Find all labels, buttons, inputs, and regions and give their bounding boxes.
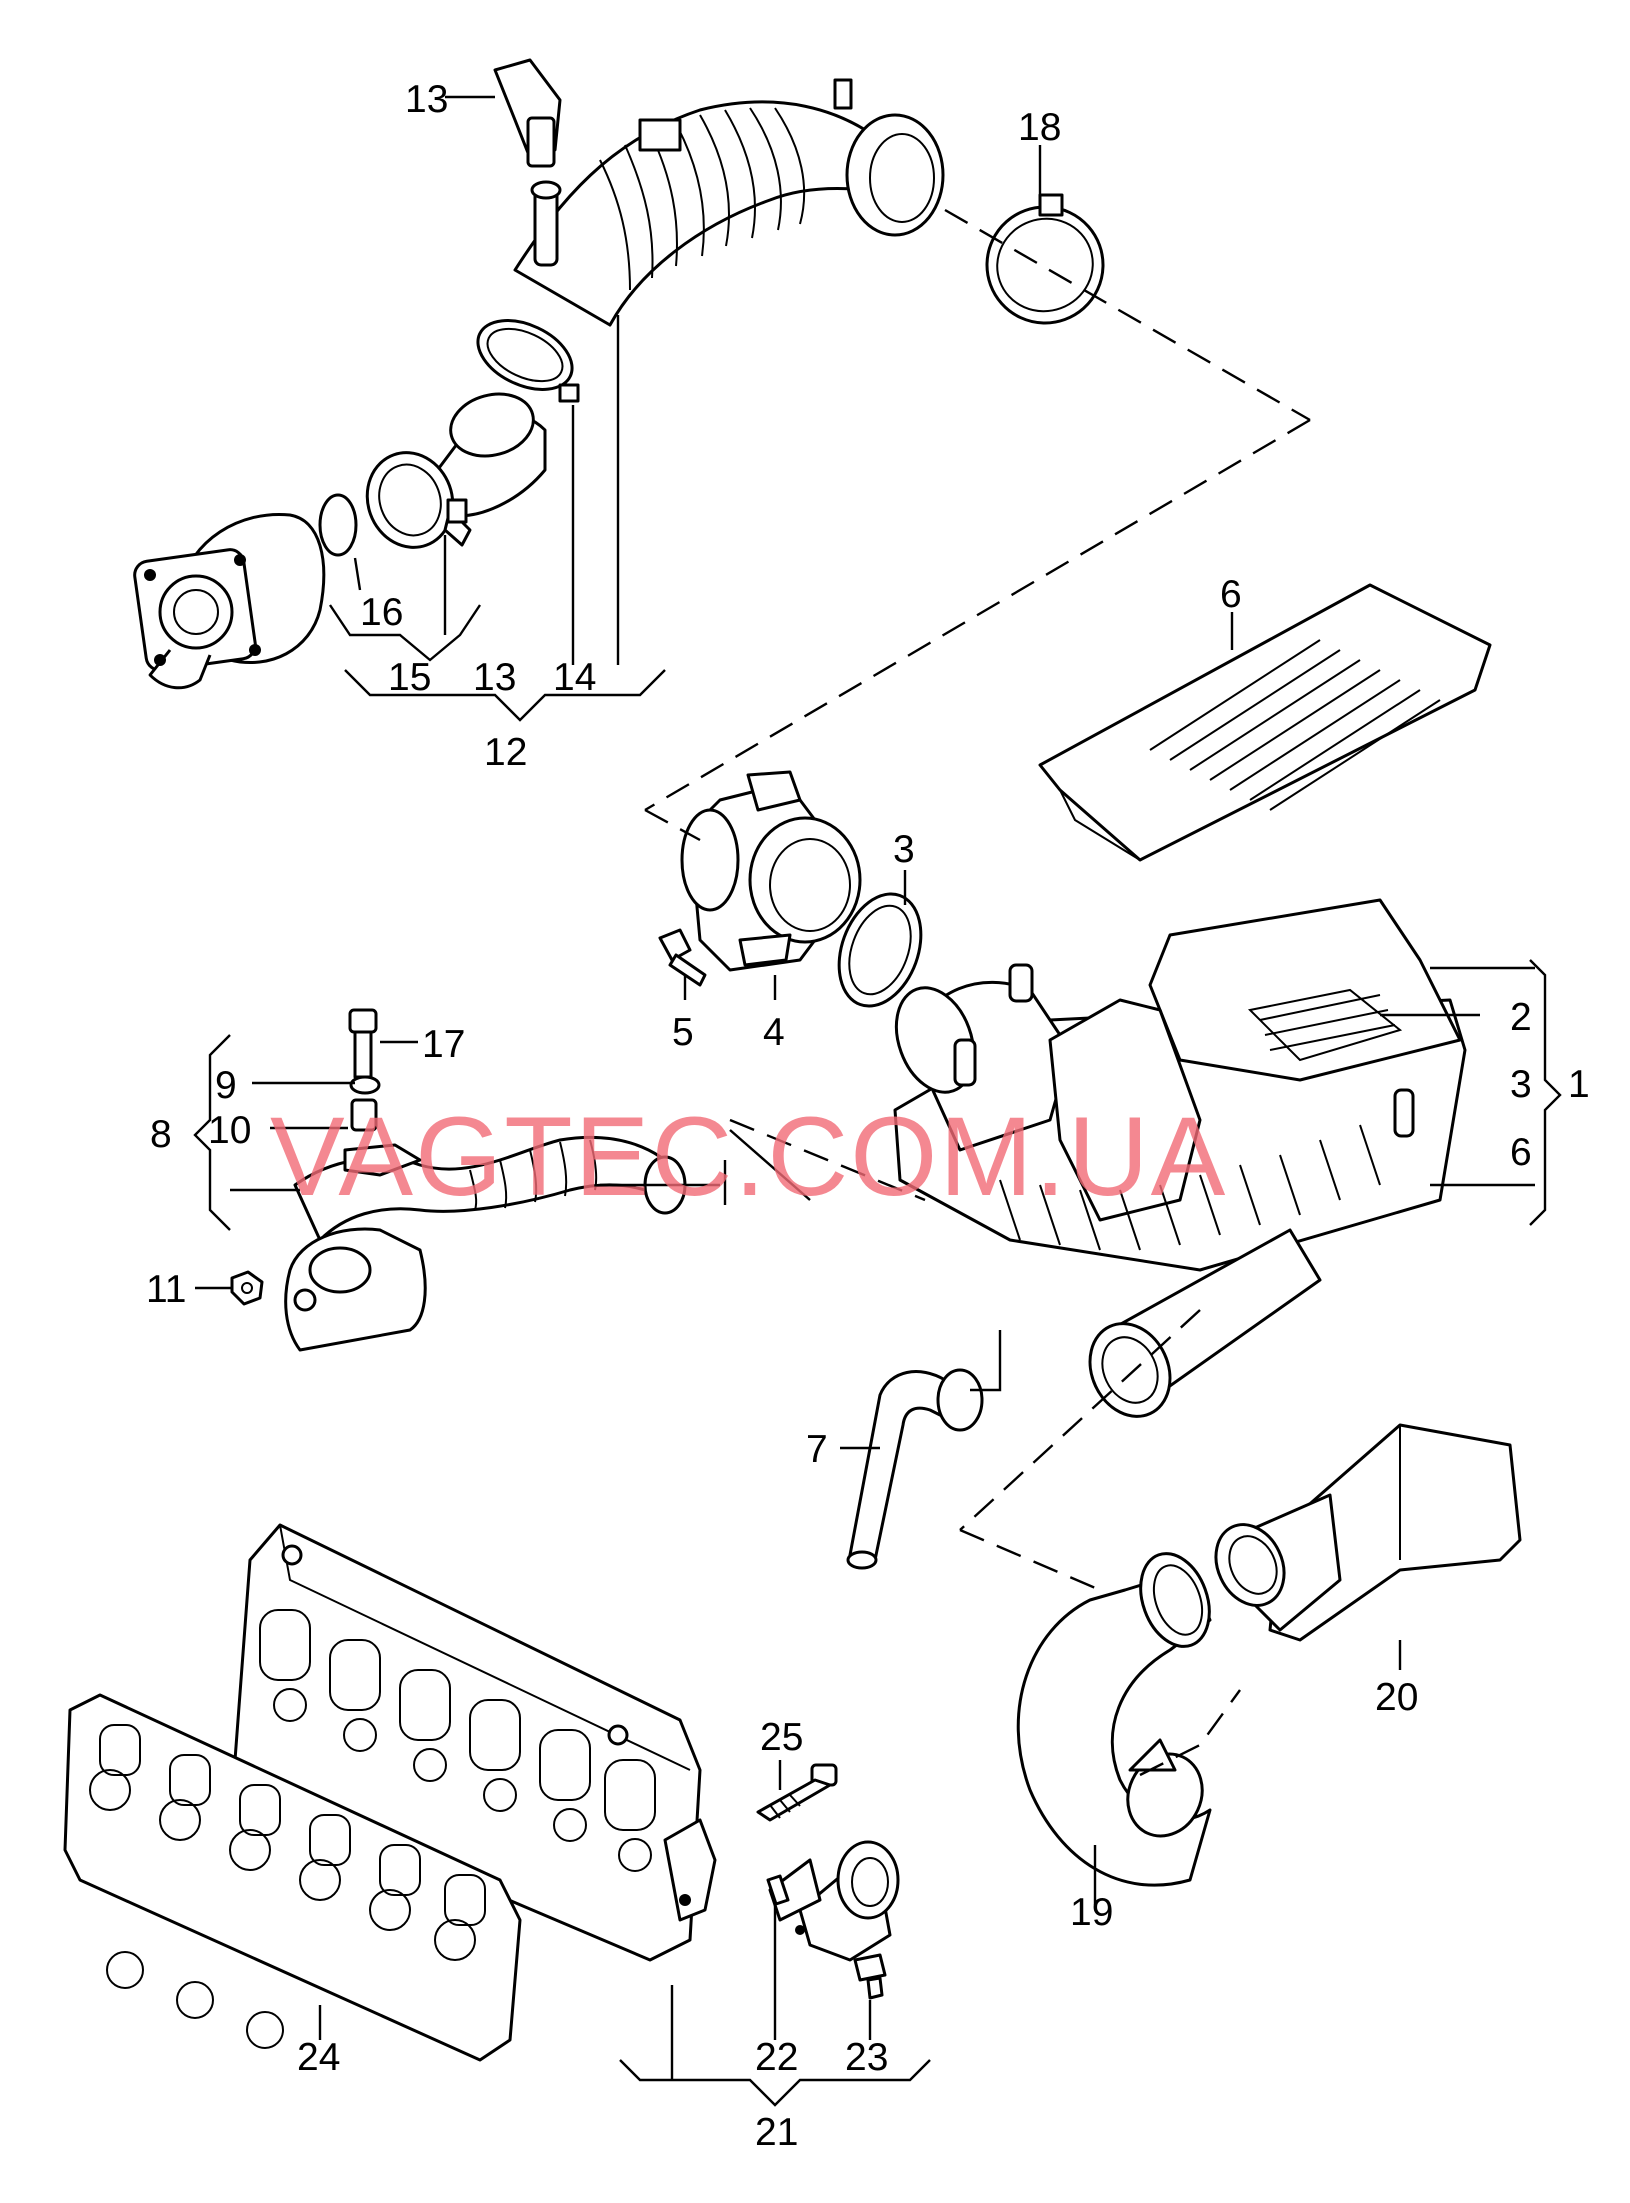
callout-14: 14: [553, 656, 596, 699]
bolt-17: [348, 1008, 378, 1079]
seal-10: [350, 1098, 378, 1132]
hose-outlet-ring: [845, 113, 945, 237]
watermark: VAGTEC.COM.UA: [270, 1094, 1227, 1219]
pin-22: [766, 1874, 790, 1906]
hose-clamp-14: [476, 319, 580, 403]
callout-19: 19: [1070, 1891, 1113, 1934]
callout-16: 16: [360, 591, 403, 634]
callout-9: 9: [215, 1064, 237, 1107]
callout-13-top: 13: [405, 78, 448, 121]
nut-11: [230, 1270, 264, 1306]
callout-3-side: 3: [1510, 1063, 1532, 1106]
turbocharger-housing: [133, 512, 326, 690]
callout-13-bottom: 13: [473, 656, 516, 699]
mass-airflow-meter: [680, 770, 862, 972]
callout-21: 21: [755, 2111, 798, 2154]
charge-air-pipe: [1016, 1552, 1212, 1887]
callout-10: 10: [208, 1109, 251, 1152]
egr-pipe-assembly: [230, 1008, 687, 1352]
callout-24: 24: [297, 2036, 340, 2079]
callout-7: 7: [806, 1428, 828, 1471]
callout-labels: 13 18 16 15 13 14 12 6 3 5 4 2 3 1 6 17 …: [146, 78, 1590, 2154]
callout-22: 22: [755, 2036, 798, 2079]
hose-clamp-18: [985, 193, 1105, 325]
washer-9: [349, 1075, 381, 1095]
o-ring-3: [837, 892, 923, 1008]
manifold-gasket: [63, 1693, 522, 2062]
air-filter-assembly: [658, 583, 1492, 1570]
hose-vent-stub: [833, 78, 853, 110]
callout-6-side: 6: [1510, 1131, 1532, 1174]
callout-5: 5: [672, 1011, 694, 1054]
air-filter-housing: [893, 898, 1467, 1272]
callout-11: 11: [146, 1268, 187, 1311]
callout-4: 4: [763, 1011, 785, 1054]
callout-17: 17: [422, 1023, 465, 1066]
pressure-sensor: [493, 58, 562, 267]
callout-1: 1: [1568, 1063, 1590, 1106]
intake-duct-20: [1214, 1423, 1522, 1642]
breather-hose: [846, 1368, 984, 1570]
hose-connector: [638, 118, 682, 152]
o-ring-16: [318, 493, 358, 557]
bolt-25: [756, 1763, 838, 1822]
callout-3-top: 3: [893, 828, 915, 871]
flap-actuator: [768, 1840, 900, 1962]
bolt-5: [658, 928, 707, 987]
callout-6-top: 6: [1220, 573, 1242, 616]
intake-hose-assembly: [133, 58, 1105, 690]
callout-20: 20: [1375, 1676, 1418, 1719]
callout-15: 15: [388, 656, 431, 699]
callout-8: 8: [150, 1113, 172, 1156]
dashed-guides: [644, 208, 1311, 1777]
leader-lines: [193, 95, 1562, 2107]
intake-manifold: [233, 1523, 717, 1962]
screw-23: [853, 1953, 887, 2000]
callout-23: 23: [845, 2036, 888, 2079]
callout-12: 12: [484, 731, 527, 774]
callout-25: 25: [760, 1716, 803, 1759]
adapter-pipe: [365, 392, 547, 549]
filter-element: [1038, 583, 1492, 862]
callout-18: 18: [1018, 106, 1061, 149]
callout-2: 2: [1510, 996, 1532, 1039]
